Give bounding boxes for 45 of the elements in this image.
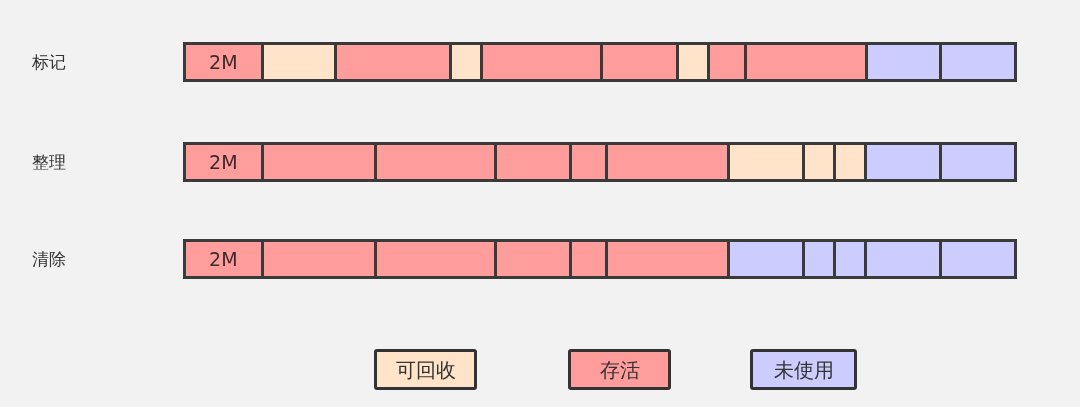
memory-bar	[183, 142, 1017, 182]
memory-block	[260, 145, 375, 179]
memory-block	[801, 242, 833, 276]
memory-block	[493, 242, 569, 276]
memory-block	[863, 242, 940, 276]
memory-block	[186, 45, 261, 79]
block-size-label: 2M	[209, 248, 238, 270]
memory-block	[744, 45, 865, 79]
memory-block	[605, 242, 727, 276]
row-label: 清除	[32, 248, 66, 270]
memory-block	[939, 45, 1014, 79]
memory-block	[186, 242, 261, 276]
memory-block	[939, 242, 1014, 276]
block-size-label: 2M	[209, 51, 238, 73]
memory-block	[449, 45, 480, 79]
memory-block	[568, 242, 606, 276]
memory-block	[374, 145, 494, 179]
memory-block	[676, 45, 708, 79]
legend-label: 可回收	[395, 357, 456, 382]
memory-block	[374, 242, 494, 276]
memory-block	[605, 145, 727, 179]
memory-block	[493, 145, 569, 179]
memory-block	[832, 242, 864, 276]
memory-block	[186, 145, 261, 179]
memory-block	[707, 45, 744, 79]
row-label: 整理	[32, 151, 66, 173]
memory-bar	[183, 239, 1017, 279]
row-label: 标记	[32, 51, 66, 73]
memory-block	[600, 45, 677, 79]
legend-label: 未使用	[773, 357, 834, 382]
memory-block	[479, 45, 601, 79]
memory-block	[832, 145, 864, 179]
memory-block	[863, 145, 940, 179]
block-size-label: 2M	[209, 151, 238, 173]
memory-block	[801, 145, 833, 179]
memory-block	[939, 145, 1014, 179]
memory-block	[727, 145, 802, 179]
legend-label: 存活	[599, 357, 640, 382]
memory-bar	[183, 42, 1017, 82]
memory-block	[727, 242, 802, 276]
memory-block	[864, 45, 940, 79]
memory-block	[260, 45, 335, 79]
memory-block	[334, 45, 450, 79]
memory-block	[260, 242, 375, 276]
memory-block	[568, 145, 606, 179]
